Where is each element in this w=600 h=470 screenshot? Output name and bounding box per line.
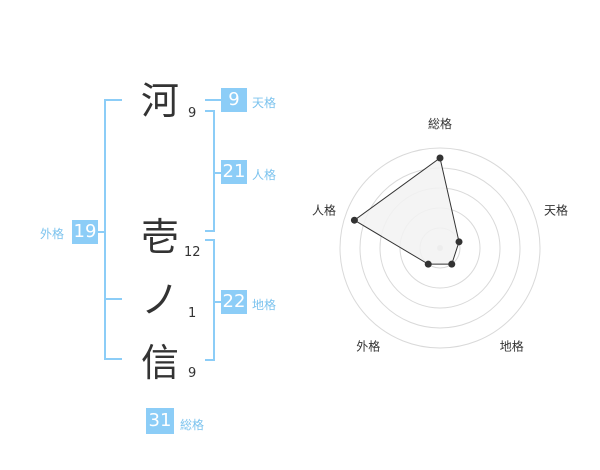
chikaku-value-badge: 22 bbox=[221, 290, 247, 314]
gaikaku-bracket-top bbox=[104, 99, 122, 101]
name-char-3: ノ bbox=[140, 278, 179, 322]
radar-point-1 bbox=[455, 238, 463, 246]
radar-series-polygon bbox=[353, 157, 460, 265]
radar-axis-label-3: 外格 bbox=[356, 339, 380, 354]
stroke-count-1: 9 bbox=[188, 106, 197, 121]
gaikaku-value-badge: 19 bbox=[72, 220, 98, 244]
radar-point-0 bbox=[436, 154, 444, 162]
name-char-2: 壱 bbox=[140, 215, 179, 259]
chikaku-connector bbox=[215, 301, 221, 303]
name-char-1: 河 bbox=[140, 79, 179, 123]
jinkaku-bracket-bottom bbox=[205, 230, 215, 232]
gaikaku-bracket-vertical bbox=[104, 99, 106, 360]
chikaku-bracket-bottom bbox=[205, 359, 215, 361]
stroke-count-4: 9 bbox=[188, 366, 197, 381]
radar-axis-label-0: 総格 bbox=[428, 116, 452, 131]
stroke-count-3: 1 bbox=[188, 306, 197, 321]
stroke-count-2: 12 bbox=[184, 245, 201, 260]
chikaku-bracket-vertical bbox=[213, 239, 215, 361]
gaikaku-label: 外格 bbox=[40, 227, 65, 241]
soukaku-label: 総格 bbox=[180, 418, 205, 432]
tenkaku-label: 天格 bbox=[252, 96, 277, 110]
tenkaku-value-badge: 9 bbox=[221, 88, 247, 112]
radar-ring bbox=[339, 147, 541, 349]
tenkaku-connector bbox=[205, 99, 221, 101]
chikaku-label: 地格 bbox=[252, 298, 277, 312]
gaikaku-connector bbox=[98, 231, 104, 233]
gaikaku-bracket-bottom bbox=[104, 358, 122, 360]
radar-axis-label-2: 地格 bbox=[500, 339, 524, 354]
radar-point-4 bbox=[350, 216, 358, 224]
jinkaku-label: 人格 bbox=[252, 168, 277, 182]
chikaku-bracket-top bbox=[205, 239, 215, 241]
jinkaku-bracket-top bbox=[205, 110, 215, 112]
jinkaku-value-badge: 21 bbox=[221, 160, 247, 184]
radar-point-2 bbox=[448, 260, 456, 268]
jinkaku-connector bbox=[215, 172, 221, 174]
radar-axis-label-1: 天格 bbox=[544, 202, 568, 217]
radar-axis-label-4: 人格 bbox=[312, 202, 336, 217]
radar-point-3 bbox=[424, 260, 432, 268]
soukaku-value-badge: 31 bbox=[146, 408, 174, 434]
gaikaku-bracket-mid bbox=[104, 298, 122, 300]
jinkaku-bracket-vertical bbox=[213, 110, 215, 232]
name-char-4: 信 bbox=[140, 341, 179, 385]
